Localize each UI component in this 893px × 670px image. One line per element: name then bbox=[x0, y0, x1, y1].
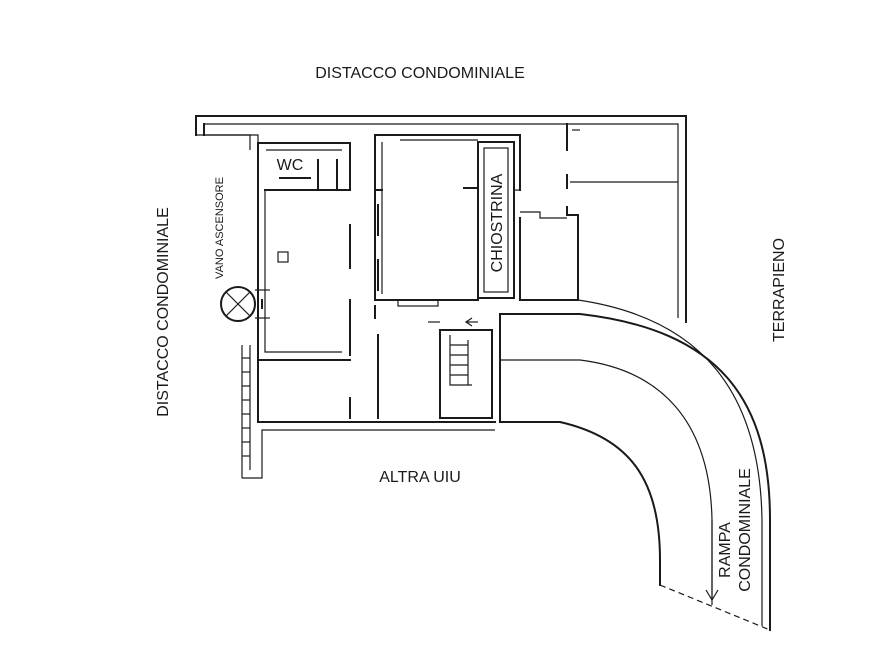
elevator bbox=[220, 286, 270, 322]
label-altra-uiu: ALTRA UIU bbox=[379, 469, 461, 486]
label-condominiale-ramp: CONDOMINIALE bbox=[737, 468, 754, 592]
left-room bbox=[257, 184, 351, 361]
label-top-distacco: DISTACCO CONDOMINIALE bbox=[315, 65, 525, 82]
label-wc: WC bbox=[277, 157, 304, 174]
label-rampa: RAMPA bbox=[717, 522, 734, 578]
central-room bbox=[374, 134, 479, 307]
label-chiostrina: CHIOSTRINA bbox=[489, 173, 506, 272]
left-lower-area bbox=[241, 345, 496, 479]
chiostrina-shaft bbox=[477, 134, 521, 299]
right-rooms bbox=[514, 123, 678, 301]
outer-walls bbox=[195, 115, 687, 323]
label-left-distacco: DISTACCO CONDOMINIALE bbox=[155, 207, 172, 417]
label-vano-ascensore: VANO ASCENSORE bbox=[214, 177, 226, 279]
ramp-condominiale bbox=[499, 299, 771, 631]
stair-core bbox=[374, 305, 493, 419]
wc-room bbox=[257, 142, 351, 191]
label-terrapieno: TERRAPIENO bbox=[771, 238, 788, 342]
